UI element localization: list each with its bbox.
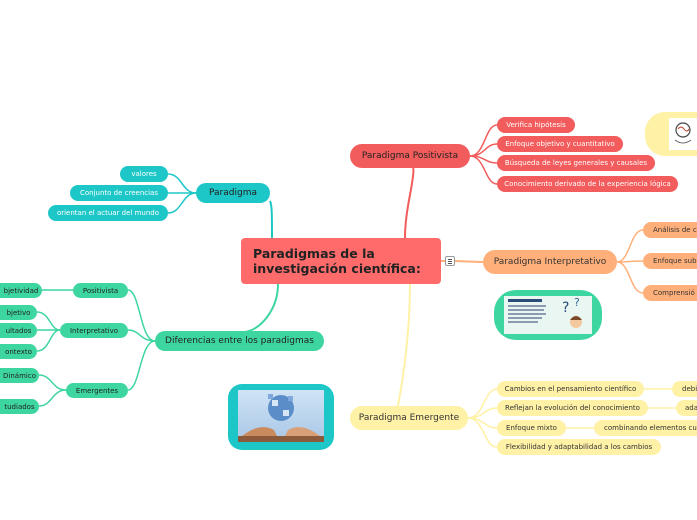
branch-diferencias[interactable]: Diferencias entre los paradigmas [155,331,324,351]
question-marks-boy-icon: ? ? [504,296,592,334]
diferencias-item[interactable]: bjetividad [0,283,42,298]
diferencias-item[interactable]: bjetivo [0,305,37,320]
emergente-subitem[interactable]: debi [672,381,697,397]
emergente-item[interactable]: Reflejan la evolución del conocimiento [497,400,648,416]
emergente-subitem[interactable]: ada [676,400,697,416]
positivista-item[interactable]: Enfoque objetivo y cuantitativo [497,136,623,152]
emergente-item[interactable]: Flexibilidad y adaptabilidad a los cambi… [497,439,661,455]
item-label: tudiados [4,402,35,411]
emergente-item[interactable]: Enfoque mixto [497,420,566,436]
item-label: Cambios en el pensamiento científico [504,385,637,393]
paradigma-item[interactable]: orientan el actuar del mundo [48,205,168,221]
interpretativo-item[interactable]: Análisis de c [643,222,697,238]
paradigma-item[interactable]: valores [120,166,168,182]
item-label: Conocimiento derivado de la experiencia … [504,180,671,188]
item-label: bjetivo [6,308,31,317]
item-label: valores [131,170,157,178]
item-label: Flexibilidad y adaptabilidad a los cambi… [505,443,653,451]
item-label: Enfoque sub [653,257,697,265]
item-label: Búsqueda de leyes generales y causales [504,159,648,167]
item-label: debi [682,385,697,393]
root-topic[interactable]: Paradigmas de la investigación científic… [241,238,441,284]
item-label: Conjunto de creencias [79,189,158,197]
positivista-item[interactable]: Búsqueda de leyes generales y causales [497,155,655,171]
emergente-subitem[interactable]: combinando elementos cua [594,420,697,436]
interpretativo-item[interactable]: Enfoque sub [643,253,697,269]
hands-brain-puzzle-icon [238,390,324,442]
positivista-item[interactable]: Verifica hipótesis [497,117,575,133]
group-label: Emergentes [75,386,119,395]
item-label: Dinámico [3,371,36,380]
diferencias-group[interactable]: Interpretativo [60,323,128,338]
diferencias-item[interactable]: Dinámico [0,368,39,383]
item-label: bjetividad [3,286,39,295]
item-label: Comprensió [653,289,695,297]
branch-label: Diferencias entre los paradigmas [165,336,314,346]
hands-brain-puzzle-image [228,384,334,450]
item-label: ontexto [5,347,32,356]
question-slide-image: ? ? [494,290,602,340]
svg-text:?: ? [562,300,569,316]
branch-emergente[interactable]: Paradigma Emergente [350,406,468,430]
interpretativo-item[interactable]: Comprensió [643,285,697,301]
item-label: Verifica hipótesis [506,121,566,129]
paradigma-item[interactable]: Conjunto de creencias [70,185,168,201]
branch-paradigma[interactable]: Paradigma [196,183,270,203]
diferencias-group[interactable]: Positivista [73,283,128,298]
branch-label: Paradigma Emergente [358,413,460,423]
diferencias-item[interactable]: ontexto [0,344,37,359]
menu-icon[interactable] [445,256,455,266]
diferencias-group[interactable]: Emergentes [66,383,128,398]
item-label: Análisis de c [653,226,697,234]
brain-hand-sketch-icon [669,118,697,150]
item-label: ultados [5,326,32,335]
item-label: Reflejan la evolución del conocimiento [505,404,640,412]
branch-label: Paradigma [209,188,257,198]
branch-positivista[interactable]: Paradigma Positivista [350,144,470,168]
diferencias-item[interactable]: tudiados [0,399,39,414]
emergente-item[interactable]: Cambios en el pensamiento científico [497,381,644,397]
item-label: Enfoque objetivo y cuantitativo [505,140,615,148]
brain-hand-sketch-image [645,112,697,156]
group-label: Positivista [82,286,119,295]
item-label: ada [685,404,697,412]
root-title: Paradigmas de la investigación científic… [253,246,421,276]
item-label: orientan el actuar del mundo [56,209,160,217]
positivista-item[interactable]: Conocimiento derivado de la experiencia … [497,176,678,192]
svg-text:?: ? [574,296,580,309]
group-label: Interpretativo [69,326,119,335]
branch-label: Paradigma Interpretativo [493,257,607,267]
diferencias-item[interactable]: ultados [0,323,37,338]
branch-label: Paradigma Positivista [361,151,459,161]
item-label: combinando elementos cua [604,424,697,432]
item-label: Enfoque mixto [506,424,557,432]
branch-interpretativo[interactable]: Paradigma Interpretativo [483,250,617,274]
